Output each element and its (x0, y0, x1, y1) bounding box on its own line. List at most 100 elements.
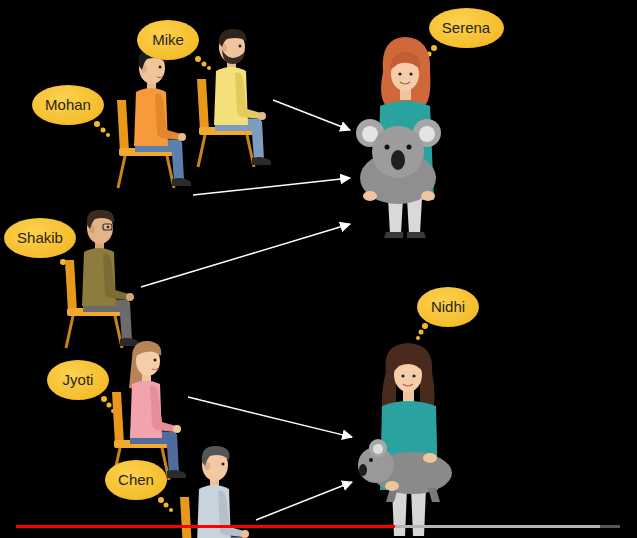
person-name: Chen (118, 471, 154, 489)
serena-figure (390, 52, 420, 70)
arrow-connector (193, 178, 350, 195)
name-bubble: Serena (429, 8, 504, 48)
serena-figure (421, 191, 435, 201)
serena-figure (356, 37, 441, 238)
mohan-figure (159, 66, 162, 69)
shakib-figure (87, 210, 114, 229)
thought-dots (431, 45, 437, 51)
jyoti-figure (173, 425, 181, 433)
mohan-figure (155, 94, 181, 140)
person-name: Serena (442, 19, 490, 37)
serena-figure (400, 82, 410, 84)
shakib-figure (66, 316, 122, 348)
progress-bar (16, 525, 620, 528)
thought-dots (164, 503, 169, 508)
shakib-figure (119, 302, 132, 341)
mike-figure (252, 157, 271, 165)
thought-dots (101, 128, 106, 133)
person-name: Jyoti (63, 371, 94, 389)
mohan-figure (117, 100, 129, 152)
name-bubble: Nidhi (417, 287, 479, 327)
mohan-figure (172, 178, 191, 186)
serena-figure (409, 72, 412, 75)
nidhi-figure (393, 352, 423, 372)
arrow-connector (273, 100, 350, 130)
person-node: Chen (103, 443, 256, 536)
mike-figure (258, 112, 266, 120)
serena-figure (385, 145, 390, 150)
thought-dots (422, 323, 428, 329)
name-bubble: Jyoti (47, 360, 109, 400)
name-bubble: Chen (105, 460, 167, 500)
chen-figure (222, 463, 225, 466)
shakib-figure (65, 210, 139, 348)
name-bubble: Mike (137, 20, 199, 60)
person-node: Jyoti (45, 338, 188, 481)
person-name: Shakib (17, 229, 63, 247)
thought-dots (60, 259, 66, 265)
jyoti-figure (154, 359, 157, 362)
person-node: Mike (135, 16, 273, 168)
thought-dots (419, 330, 424, 335)
serena-figure (419, 126, 435, 142)
shakib-figure (107, 226, 110, 229)
person-node: Nidhi (352, 285, 482, 536)
serena-figure (372, 126, 424, 178)
serena-figure (384, 232, 403, 238)
name-bubble: Mohan (32, 85, 104, 125)
mohan-figure (178, 133, 186, 141)
progress-bar (16, 525, 620, 528)
mohan-figure (118, 156, 174, 188)
shakib-figure (65, 260, 77, 312)
serena-figure (381, 37, 430, 106)
jyoti-figure (166, 434, 179, 473)
chen-figure (202, 446, 230, 466)
progress-bar (16, 525, 395, 528)
mike-figure (239, 45, 242, 48)
shakib-figure (126, 293, 134, 301)
serena-figure (391, 150, 405, 170)
mike-figure (222, 50, 245, 64)
nidhi-figure (358, 343, 452, 536)
thought-dots (94, 121, 100, 127)
person-name: Mike (152, 31, 184, 49)
chen-figure (180, 446, 249, 538)
progress-bar (395, 525, 600, 528)
jyoti-figure (112, 341, 186, 480)
nidhi-figure (373, 444, 383, 454)
nidhi-figure (423, 453, 437, 463)
mike-figure (198, 135, 254, 167)
person-node: Shakib (3, 208, 141, 350)
jyoti-figure (167, 470, 186, 478)
name-bubble: Shakib (4, 218, 76, 258)
chen-figure (241, 530, 249, 538)
thought-dots (107, 403, 112, 408)
jyoti-figure (136, 344, 160, 356)
thought-dots (106, 133, 110, 137)
person-name: Mohan (45, 96, 91, 114)
nidhi-figure (359, 464, 367, 476)
mike-figure (197, 79, 209, 131)
serena-figure (398, 72, 401, 75)
jyoti-figure (150, 386, 176, 432)
person-name: Nidhi (431, 298, 465, 316)
serena-figure (407, 145, 412, 150)
chen-figure (218, 491, 244, 537)
shakib-figure (120, 338, 139, 346)
shakib-figure (103, 224, 112, 230)
thought-dots (202, 62, 207, 67)
mohan-figure (117, 49, 191, 188)
nidhi-figure (403, 384, 413, 386)
serena-figure (363, 191, 377, 201)
mike-figure (235, 73, 261, 119)
nidhi-figure (385, 481, 399, 491)
jyoti-figure (152, 368, 158, 370)
serena-figure (407, 232, 426, 238)
nidhi-figure (369, 458, 373, 462)
thought-dots (416, 336, 420, 340)
nidhi-figure (401, 374, 404, 377)
